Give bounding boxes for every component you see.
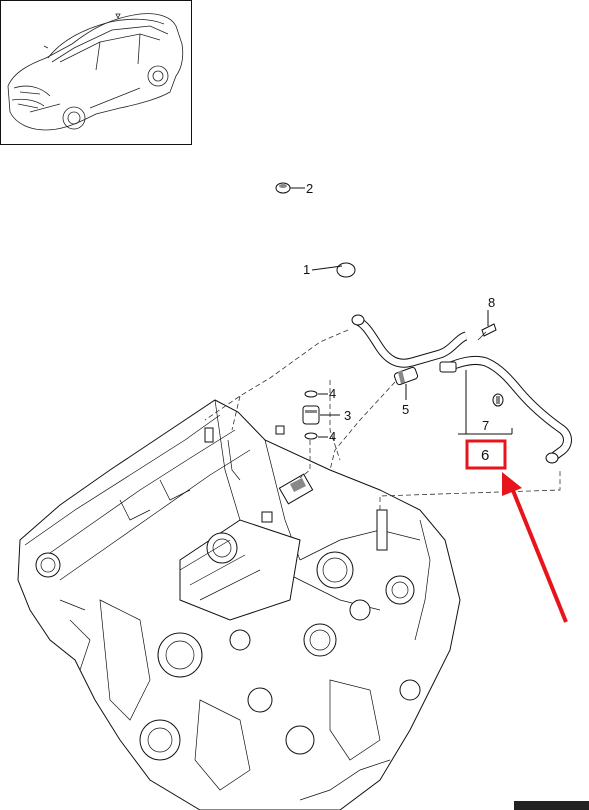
red-arrow xyxy=(502,472,568,623)
callout-label-2: 2 xyxy=(306,181,313,196)
bolt xyxy=(477,323,497,341)
corner-mark xyxy=(514,801,589,810)
highlight-box xyxy=(465,439,507,470)
arrow-shaft xyxy=(510,487,568,623)
leader-lines xyxy=(290,187,513,438)
callout-label-4-top: 4 xyxy=(329,386,336,401)
vent-cap xyxy=(275,182,291,194)
callout-labels: 2 1 8 4 3 4 5 7 xyxy=(303,181,495,444)
thumbnail-frame xyxy=(0,0,192,145)
callout-label-7: 7 xyxy=(482,418,489,433)
engine-icon xyxy=(17,399,461,810)
vent-hose xyxy=(253,185,362,435)
check-valve xyxy=(302,390,320,440)
arrow-head xyxy=(502,472,522,496)
callout-label-8: 8 xyxy=(488,295,495,310)
callout-label-6: 6 xyxy=(481,447,489,464)
callout-label-5: 5 xyxy=(402,402,409,417)
callout-label-1: 1 xyxy=(303,262,310,277)
car-thumbnail xyxy=(0,0,192,145)
hose-connector xyxy=(393,366,419,386)
car-icon xyxy=(7,13,184,131)
assembly-lines xyxy=(204,329,561,510)
highlight-callout: 6 xyxy=(465,439,507,470)
crankcase-hose xyxy=(351,314,572,464)
callout-label-3: 3 xyxy=(344,408,351,423)
callout-label-4-bottom: 4 xyxy=(329,429,336,444)
